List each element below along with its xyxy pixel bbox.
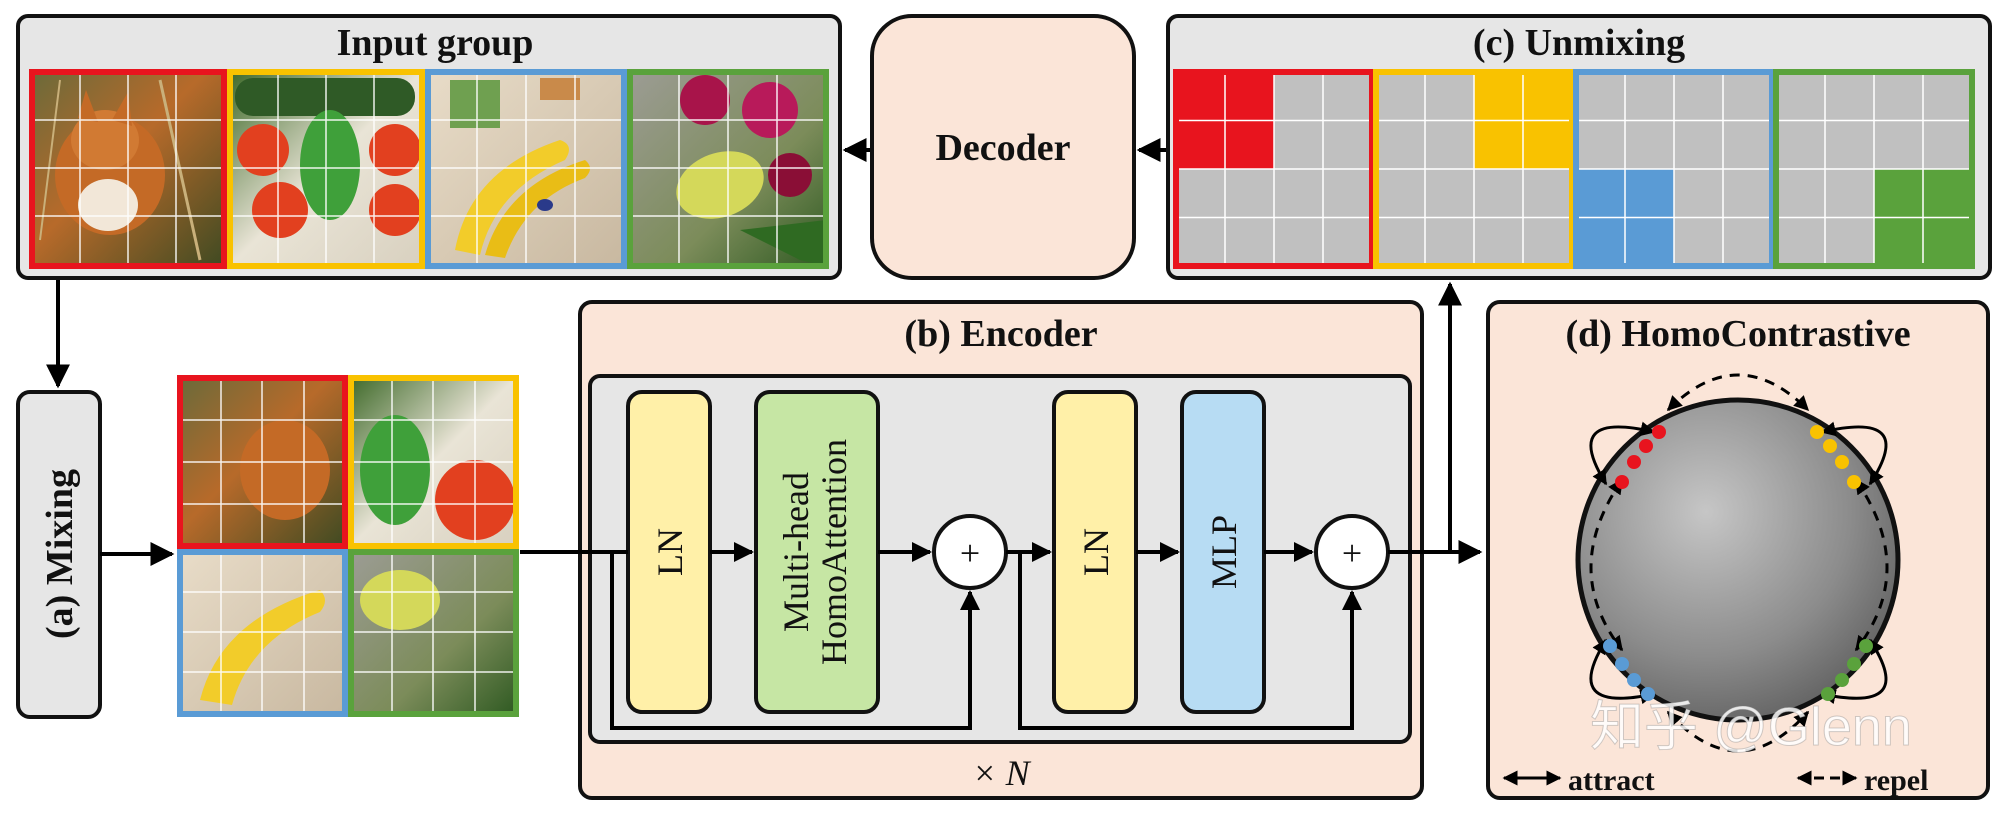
unmix-frame-green — [1773, 69, 1975, 269]
unmix-frame-blue — [1573, 69, 1775, 269]
encoder-flow-arrows — [520, 281, 1483, 730]
attract-legend-label: attract — [1568, 764, 1655, 797]
yellow-frame — [227, 69, 425, 269]
input-group-panel: Input group — [16, 14, 842, 280]
residual-add-2: + — [1314, 514, 1390, 590]
red-embedding-points — [1615, 425, 1666, 489]
repeat-n-label: × N — [972, 753, 1031, 793]
green-embedding-points — [1821, 639, 1873, 701]
svg-text:+: + — [960, 533, 980, 573]
svg-text:LN: LN — [650, 528, 690, 576]
layer-norm-2: LN — [1052, 390, 1138, 714]
homo-attention-block: Multi-head HomoAttention — [754, 390, 880, 714]
svg-text:Multi-head: Multi-head — [776, 472, 816, 632]
residual-add-1: + — [932, 514, 1008, 590]
svg-text:HomoAttention: HomoAttention — [814, 439, 854, 665]
mixing-label: (a) Mixing — [39, 469, 81, 639]
unmixing-panel: (c) Unmixing — [1166, 14, 1992, 280]
repel-arrows — [1589, 373, 1889, 753]
unmix-frame-red — [1173, 69, 1375, 269]
decoder-label: Decoder — [935, 127, 1070, 169]
mlp-block: MLP — [1180, 390, 1266, 714]
blue-frame — [425, 69, 627, 269]
mixing-block: (a) Mixing — [16, 390, 102, 719]
red-frame — [29, 69, 227, 269]
svg-text:+: + — [1342, 533, 1362, 573]
yellow-embedding-points — [1810, 425, 1861, 489]
layer-norm-1: LN — [626, 390, 712, 714]
unmixing-title: (c) Unmixing — [1473, 22, 1685, 64]
unmix-frame-yellow — [1373, 69, 1575, 269]
repel-legend-label: repel — [1864, 764, 1928, 797]
decoder-block: Decoder — [870, 14, 1136, 280]
blue-embedding-points — [1603, 639, 1655, 701]
svg-text:LN: LN — [1076, 528, 1116, 576]
mixed-image — [177, 375, 519, 717]
homocontrastive-title: (d) HomoContrastive — [1565, 313, 1910, 355]
homocontrastive-panel: (d) HomoContrastive — [1486, 300, 1990, 800]
svg-text:MLP: MLP — [1204, 515, 1244, 589]
green-frame — [627, 69, 829, 269]
patch-grid-overlay — [32, 72, 826, 266]
watermark: 知乎 @Glenn — [1590, 697, 1912, 757]
input-group-title: Input group — [337, 22, 534, 64]
embedding-sphere — [1575, 397, 1901, 723]
attract-arrows — [1589, 421, 1888, 705]
encoder-title: (b) Encoder — [904, 313, 1097, 355]
